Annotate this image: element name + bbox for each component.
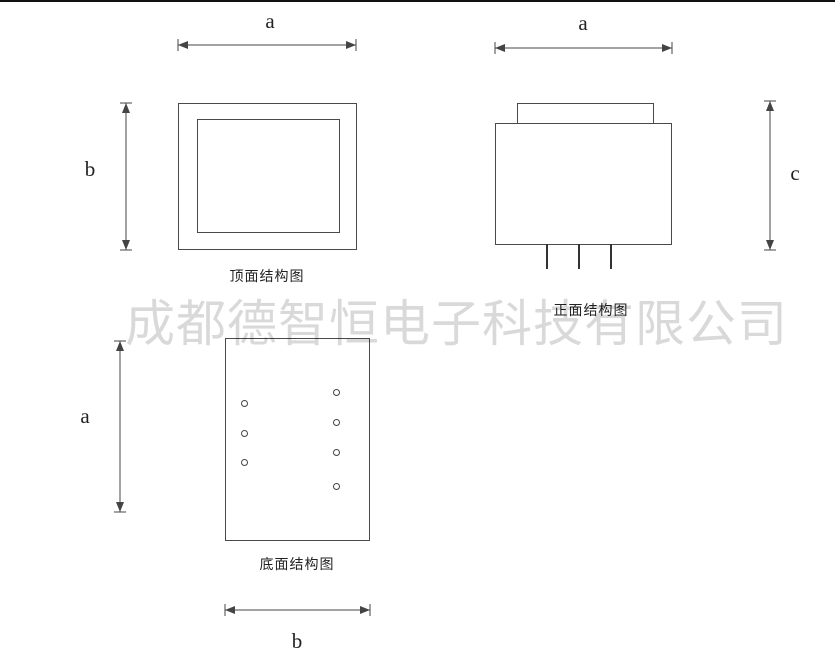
bottom-view-hole-right-3 bbox=[333, 449, 340, 456]
bottom-view-hole-right-1 bbox=[333, 389, 340, 396]
top-view-dim-b-line bbox=[120, 102, 132, 251]
bottom-view-dim-b-label: b bbox=[291, 629, 303, 653]
bottom-view-dim-a-line bbox=[114, 340, 126, 513]
bottom-view-rect bbox=[225, 338, 370, 541]
bottom-view-hole-left-3 bbox=[241, 459, 248, 466]
front-view-dim-c-label: c bbox=[790, 161, 800, 185]
top-border-line bbox=[0, 0, 835, 2]
front-view-pin-1 bbox=[546, 244, 548, 269]
front-view-dim-c-line bbox=[764, 100, 776, 251]
top-view-dim-a-label: a bbox=[265, 9, 275, 33]
bottom-view-dim-a-label: a bbox=[80, 404, 90, 428]
front-view-dim-a-label: a bbox=[578, 11, 588, 35]
front-view-cap-rect bbox=[517, 103, 654, 124]
bottom-view-dim-b-line bbox=[224, 604, 371, 616]
front-view-body-rect bbox=[495, 123, 672, 245]
front-view-dim-a-line bbox=[494, 42, 673, 54]
front-view-caption: 正面结构图 bbox=[553, 303, 629, 319]
front-view-pin-2 bbox=[578, 244, 580, 269]
top-view-caption: 顶面结构图 bbox=[229, 269, 305, 285]
bottom-view-caption: 底面结构图 bbox=[259, 557, 335, 573]
bottom-view-hole-left-2 bbox=[241, 430, 248, 437]
bottom-view-hole-right-4 bbox=[333, 483, 340, 490]
top-view-dim-b-label: b bbox=[84, 157, 96, 181]
top-view-dim-a-line bbox=[177, 39, 357, 51]
bottom-view-hole-left-1 bbox=[241, 400, 248, 407]
bottom-view-hole-right-2 bbox=[333, 419, 340, 426]
front-view-pin-3 bbox=[610, 244, 612, 269]
top-view-inner-rect bbox=[197, 119, 340, 233]
